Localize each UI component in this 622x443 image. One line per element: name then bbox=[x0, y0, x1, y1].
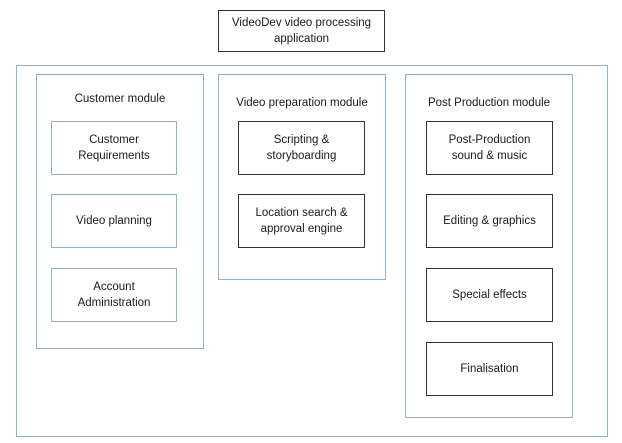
post-production-sound-component: Post-Production sound & music bbox=[426, 121, 553, 175]
component-label: Customer Requirements bbox=[78, 134, 150, 162]
component-label: Location search & approval engine bbox=[255, 207, 348, 235]
component-label: Account Administration bbox=[77, 281, 151, 309]
customer-requirements-component: Customer Requirements bbox=[51, 121, 177, 175]
finalisation-component: Finalisation bbox=[426, 342, 553, 396]
customer-module-title: Customer module bbox=[74, 93, 166, 105]
special-effects-component: Special effects bbox=[426, 268, 553, 322]
component-label: Finalisation bbox=[460, 363, 519, 375]
video-planning-component: Video planning bbox=[51, 194, 177, 248]
application-title: VideoDev video processing application bbox=[231, 17, 372, 45]
location-search-component: Location search & approval engine bbox=[238, 194, 365, 248]
video-preparation-module-title: Video preparation module bbox=[236, 97, 368, 109]
account-administration-component: Account Administration bbox=[51, 268, 177, 322]
component-label: Editing & graphics bbox=[443, 215, 536, 227]
component-label: Post-Production sound & music bbox=[448, 134, 531, 162]
video-preparation-module: Video preparation module bbox=[218, 74, 386, 280]
application-title-box: VideoDev video processing application bbox=[218, 10, 385, 52]
editing-graphics-component: Editing & graphics bbox=[426, 194, 553, 248]
post-production-module-title: Post Production module bbox=[427, 97, 551, 109]
component-label: Special effects bbox=[452, 289, 527, 301]
scripting-storyboarding-component: Scripting & storyboarding bbox=[238, 121, 365, 175]
component-label: Video planning bbox=[76, 215, 152, 227]
component-label: Scripting & storyboarding bbox=[266, 134, 337, 162]
